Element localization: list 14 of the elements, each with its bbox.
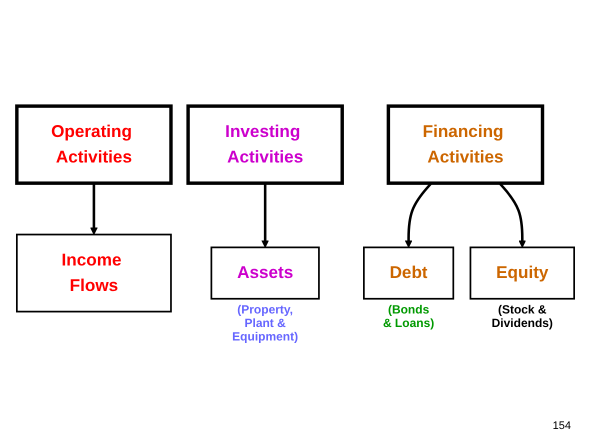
node-box xyxy=(15,104,173,185)
node-box xyxy=(363,246,454,300)
arrow xyxy=(261,183,269,248)
node-box xyxy=(186,104,344,185)
node-box xyxy=(470,246,575,300)
node-box xyxy=(386,104,544,185)
page-number: 154 xyxy=(552,420,571,432)
arrow xyxy=(90,183,98,235)
node-box xyxy=(210,246,320,300)
diagram: Operating Activities Investing Activities Financing Activities Income Flows Assets Debt Equity (Property, Plant & Equipment) (Bonds & Loans) (Stock & Dividends) xyxy=(10,40,581,370)
node-caption: (Property, Plant & Equipment) xyxy=(232,302,298,344)
node-caption: (Bonds & Loans) xyxy=(382,302,434,330)
node-caption: (Stock & Dividends) xyxy=(492,302,553,330)
node-box xyxy=(16,234,172,312)
